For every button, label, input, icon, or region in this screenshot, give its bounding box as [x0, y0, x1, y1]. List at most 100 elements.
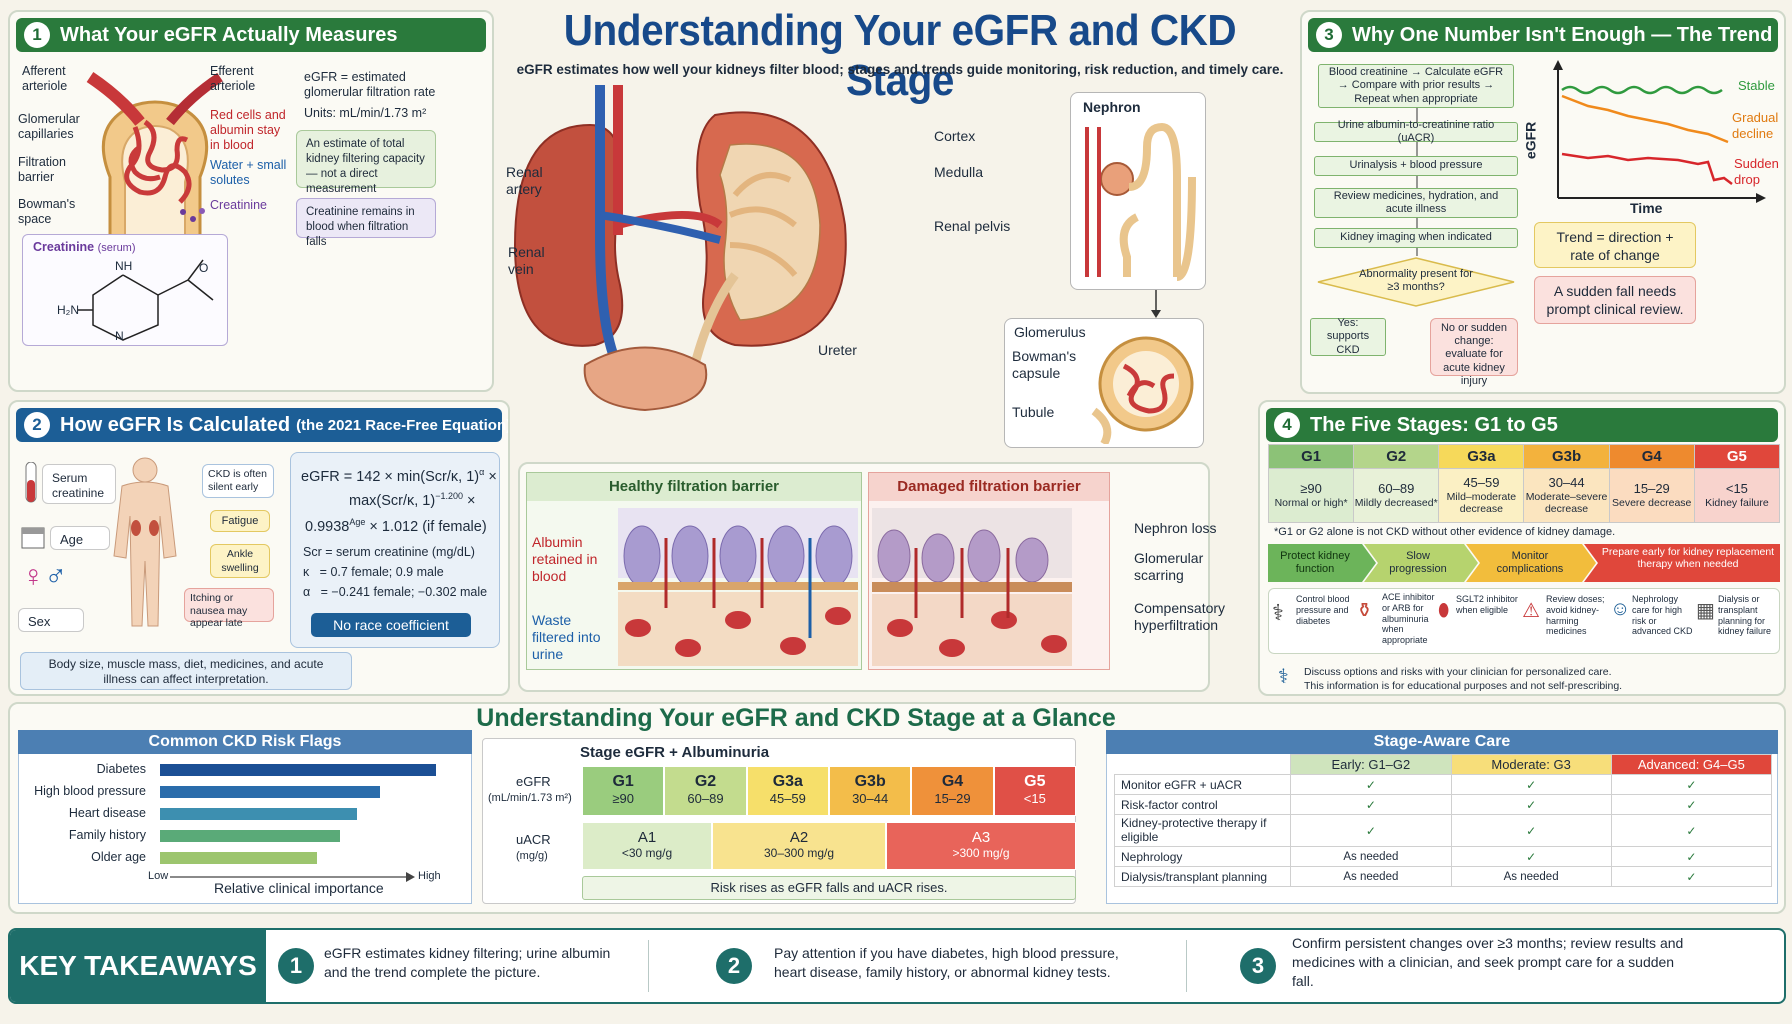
kidney-anatomy-illustration	[513, 85, 847, 412]
panel-1-number: 1	[24, 22, 50, 48]
input-sex: Sex	[18, 608, 84, 632]
takeaway-1-text: eGFR estimates kidney filtering; urine a…	[324, 945, 611, 980]
panel-2-title: How eGFR Is Calculated	[60, 413, 291, 436]
stage-g3b-range: 30–44	[1548, 475, 1585, 491]
care-cell: ✓	[1290, 794, 1452, 815]
label-renal-vein: Renal vein	[508, 244, 545, 277]
matrix-g-cell: G5<15	[993, 766, 1076, 816]
stage-g4-head: G4	[1608, 444, 1695, 469]
edu-note: This information is for educational purp…	[1304, 680, 1623, 692]
matrix-a-cell: A1<30 mg/g	[582, 822, 712, 870]
eq1-b: ×	[484, 468, 497, 485]
matrix-uacr-unit: (mg/g)	[516, 850, 548, 862]
care-row-label: Dialysis/transplant planning	[1113, 866, 1292, 887]
takeaway-1-number: 1	[278, 948, 314, 984]
glomerulus-detail-icon	[1091, 336, 1194, 444]
matrix-g-stage: G5	[1024, 773, 1046, 790]
doctor-icon: ☺	[1610, 598, 1631, 620]
interpretation-note: Body size, muscle mass, diet, medicines,…	[20, 652, 352, 690]
equation-box: eGFR = 142 × min(Scr/κ, 1)α × max(Scr/κ,…	[290, 452, 500, 648]
symptom-silent: CKD is often silent early	[202, 464, 274, 498]
care-cell: ✓	[1610, 866, 1773, 887]
creatinine-dots-icon	[180, 208, 205, 222]
risk-label: Diabetes	[96, 762, 146, 776]
molecule-n: N	[115, 329, 124, 343]
flow-step-3: Urinalysis + blood pressure	[1314, 156, 1518, 176]
takeaway-divider	[648, 940, 649, 992]
decision-text: Abnormality present for ≥3 months?	[1359, 268, 1473, 294]
risk-label: Family history	[68, 828, 146, 842]
care-header-row: Early: G1–G2 Moderate: G3 Advanced: G4–G…	[1115, 754, 1773, 775]
decision-yes: Yes: supports CKD	[1310, 317, 1386, 356]
risk-label: High blood pressure	[34, 784, 146, 798]
stage-g1-range: ≥90	[1300, 481, 1322, 497]
matrix-g-range: <15	[1023, 791, 1046, 806]
nephron-title: Nephron	[1083, 99, 1141, 115]
panel-3-number: 3	[1316, 22, 1342, 48]
care-cell: As needed	[1290, 866, 1452, 887]
matrix-a-cell: A3>300 mg/g	[886, 822, 1076, 870]
panel-1-title: What Your eGFR Actually Measures	[60, 23, 398, 46]
molecule-box: Creatinine (serum) NH O H₂N N	[22, 234, 228, 346]
label-glomerular-scarring: Glomerular scarring	[1134, 550, 1204, 583]
care-cell: ✓	[1450, 814, 1612, 847]
flow-step-5: Kidney imaging when indicated	[1314, 228, 1518, 248]
kappa-definition: κ = 0.7 female; 0.9 male	[303, 565, 444, 579]
symptom-fatigue: Fatigue	[210, 510, 270, 532]
action-dialysis: Dialysis or transplant planning for kidn…	[1718, 594, 1772, 637]
matrix-a-level: A1	[637, 829, 657, 846]
matrix-g-cell: G1≥90	[582, 766, 665, 816]
matrix-title: Stage eGFR + Albuminuria	[580, 744, 770, 761]
input-serum-creatinine: Serum creatinine	[42, 464, 116, 504]
matrix-g-stage: G3b	[854, 773, 886, 790]
label-bowmans-capsule: Bowman's capsule	[1012, 348, 1077, 381]
risk-bar	[160, 830, 340, 842]
trend-definition: Trend = direction + rate of change	[1534, 222, 1696, 268]
stethoscope-icon: ⚕	[1272, 600, 1284, 625]
matrix-g-stage: G4	[941, 773, 964, 790]
clinician-icon: ⚕	[1278, 666, 1289, 688]
matrix-a-range: <30 mg/g	[621, 846, 673, 860]
flow-step-2: Urine albumin-to-creatinine ratio (uACR)	[1314, 119, 1518, 144]
stage-footnote: *G1 or G2 alone is not CKD without other…	[1274, 526, 1616, 538]
stage-g1-head: G1	[1267, 444, 1355, 469]
takeaway-2-text: Pay attention if you have diabetes, high…	[774, 945, 1119, 980]
care-cell: ✓	[1610, 846, 1773, 867]
takeaway-3-number: 3	[1240, 948, 1276, 984]
egfr-definition: eGFR = estimated glomerular filtration r…	[304, 70, 436, 99]
trend-chart	[1553, 60, 1766, 203]
nephron-icon	[1085, 122, 1196, 281]
risk-xlabel: Relative clinical importance	[214, 880, 384, 896]
care-col-moderate: Moderate: G3	[1450, 754, 1612, 775]
calendar-icon	[21, 527, 45, 549]
care-cell: ✓	[1290, 774, 1452, 795]
decision-diamond-icon	[1317, 257, 1515, 307]
stage-g5-range: <15	[1725, 481, 1748, 497]
takeaway-2-number: 2	[716, 948, 752, 984]
care-cell: As needed	[1290, 846, 1452, 867]
risk-axis-arrow-icon	[170, 872, 415, 882]
care-cell: ✓	[1290, 814, 1452, 847]
care-cell: ✓	[1610, 814, 1773, 847]
label-compensatory-hyperfiltration: Compensatory hyperfiltration	[1134, 600, 1226, 633]
matrix-a-level: A2	[789, 829, 809, 846]
label-renal-artery: Renal artery	[506, 164, 543, 197]
eq3-text: 0.9938	[305, 518, 350, 535]
label-cortex: Cortex	[934, 128, 976, 144]
label-afferent-arteriole: Afferent arteriole	[22, 64, 68, 93]
stage-g3a-range: 45–59	[1463, 475, 1500, 491]
eq1-text: eGFR = 142 × min(Scr/κ, 1)	[301, 468, 480, 485]
page-subtitle: eGFR estimates how well your kidneys fil…	[516, 62, 1284, 77]
